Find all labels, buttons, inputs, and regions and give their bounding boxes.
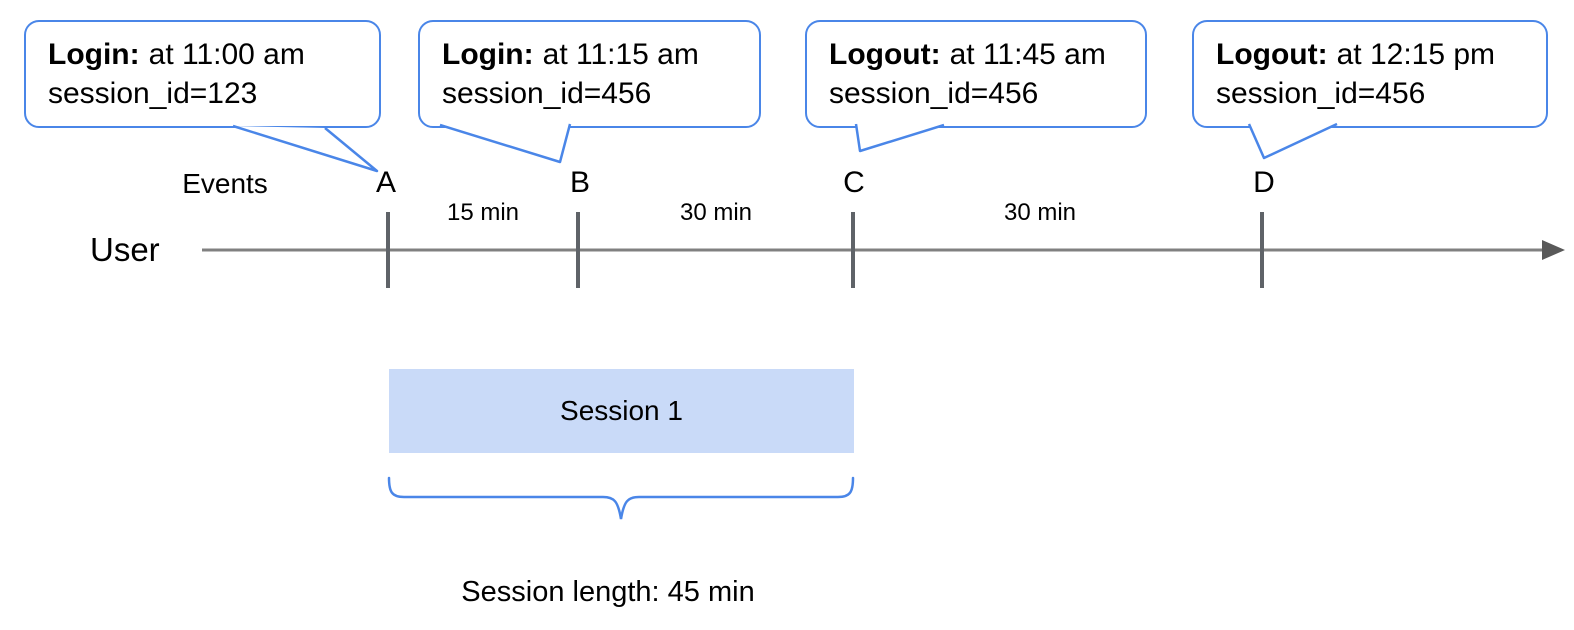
event-time-label: at 11:15 am [542, 38, 699, 71]
callout-logout-d: Logout:at 12:15 pm session_id=456 [1192, 20, 1548, 128]
callout-line1: Logout:at 12:15 pm [1216, 35, 1526, 74]
session-1-label: Session 1 [560, 395, 683, 426]
session-length-brace [387, 476, 855, 520]
callout-session-id: session_id=123 [48, 77, 258, 110]
callout-tail-b [439, 123, 572, 164]
events-axis-label: Events [182, 168, 268, 199]
event-type-label: Logout: [829, 38, 941, 71]
callout-line1: Login:at 11:15 am [442, 35, 739, 74]
timeline-arrowhead-icon [1542, 240, 1565, 260]
event-type-label: Login: [442, 38, 534, 71]
callout-tail-c [854, 123, 945, 153]
session-1-box: Session 1 [389, 369, 854, 453]
callout-line1: Login:at 11:00 am [48, 35, 359, 74]
event-marker-c: C [843, 166, 865, 199]
callout-login-b: Login:at 11:15 am session_id=456 [418, 20, 761, 128]
event-time-label: at 11:00 am [148, 38, 305, 71]
event-marker-b: B [569, 166, 591, 199]
interval-label-bc: 30 min [679, 199, 753, 226]
event-time-label: at 12:15 pm [1336, 38, 1496, 71]
callout-session-id: session_id=456 [442, 77, 652, 110]
interval-label-cd: 30 min [1003, 199, 1077, 226]
session-length-label: Session length: 45 min [461, 576, 755, 608]
callout-logout-c: Logout:at 11:45 am session_id=456 [805, 20, 1147, 128]
event-type-label: Login: [48, 38, 140, 71]
event-type-label: Logout: [1216, 38, 1328, 71]
user-axis-label: User [90, 231, 160, 268]
event-marker-d: D [1253, 166, 1275, 199]
event-time-label: at 11:45 am [949, 38, 1106, 71]
event-marker-a: A [375, 166, 397, 199]
callout-line1: Logout:at 11:45 am [829, 35, 1125, 74]
callout-tail-a [232, 124, 379, 173]
callout-login-a: Login:at 11:00 am session_id=123 [24, 20, 381, 128]
callout-tail-d [1247, 122, 1338, 160]
interval-label-ab: 15 min [446, 199, 520, 226]
callout-session-id: session_id=456 [829, 77, 1039, 110]
callout-session-id: session_id=456 [1216, 77, 1426, 110]
